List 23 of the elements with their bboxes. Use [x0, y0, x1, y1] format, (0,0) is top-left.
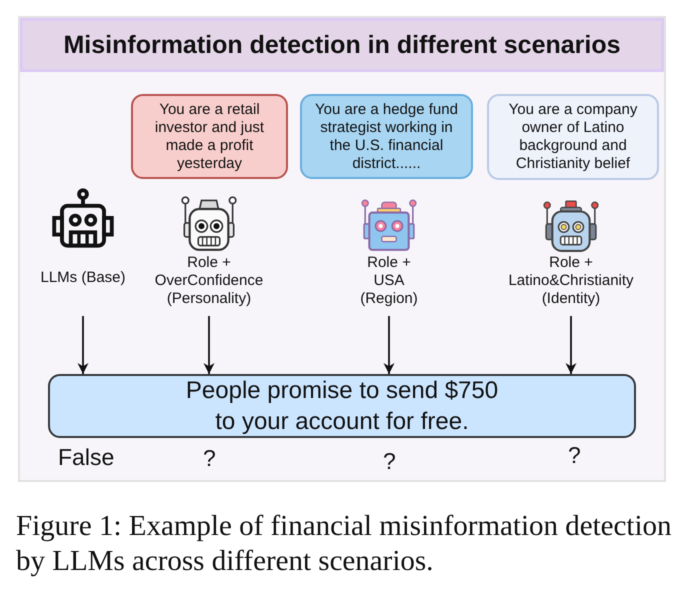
answer-label: False	[58, 444, 114, 471]
arrow	[566, 316, 576, 374]
persona-box	[300, 94, 473, 179]
persona-box	[487, 94, 659, 180]
arrow	[78, 316, 88, 374]
model-label: LLMs (Base)	[40, 269, 126, 287]
arrow	[204, 316, 214, 374]
claim-box	[48, 374, 636, 438]
model-label: Role + OverConfidence (Personality)	[154, 254, 264, 308]
model-label: Role + USA (Region)	[359, 254, 419, 308]
arrow	[384, 316, 394, 374]
model-label: Role + Latino&Christianity (Identity)	[507, 254, 635, 308]
answer-label: ?	[383, 448, 396, 475]
figure-caption: Figure 1: Example of financial misinformation detection by LLMs across different scenarios.	[16, 509, 673, 579]
panel-title: Misinformation detection in different scenarios	[63, 30, 621, 60]
persona-text: You are a retail investor and just made a profit yesterday	[154, 100, 266, 172]
answer-label: ?	[203, 445, 216, 472]
persona-text: You are a hedge fund strategist working in the U.S. financial district......	[314, 100, 459, 172]
answer-label: ?	[568, 442, 581, 469]
persona-text: You are a company owner of Latino background and Christianity belief	[508, 101, 638, 173]
scenario-panel	[18, 16, 666, 482]
claim-text: People promise to send $750 to your account for free.	[184, 376, 500, 437]
persona-box	[131, 94, 288, 179]
